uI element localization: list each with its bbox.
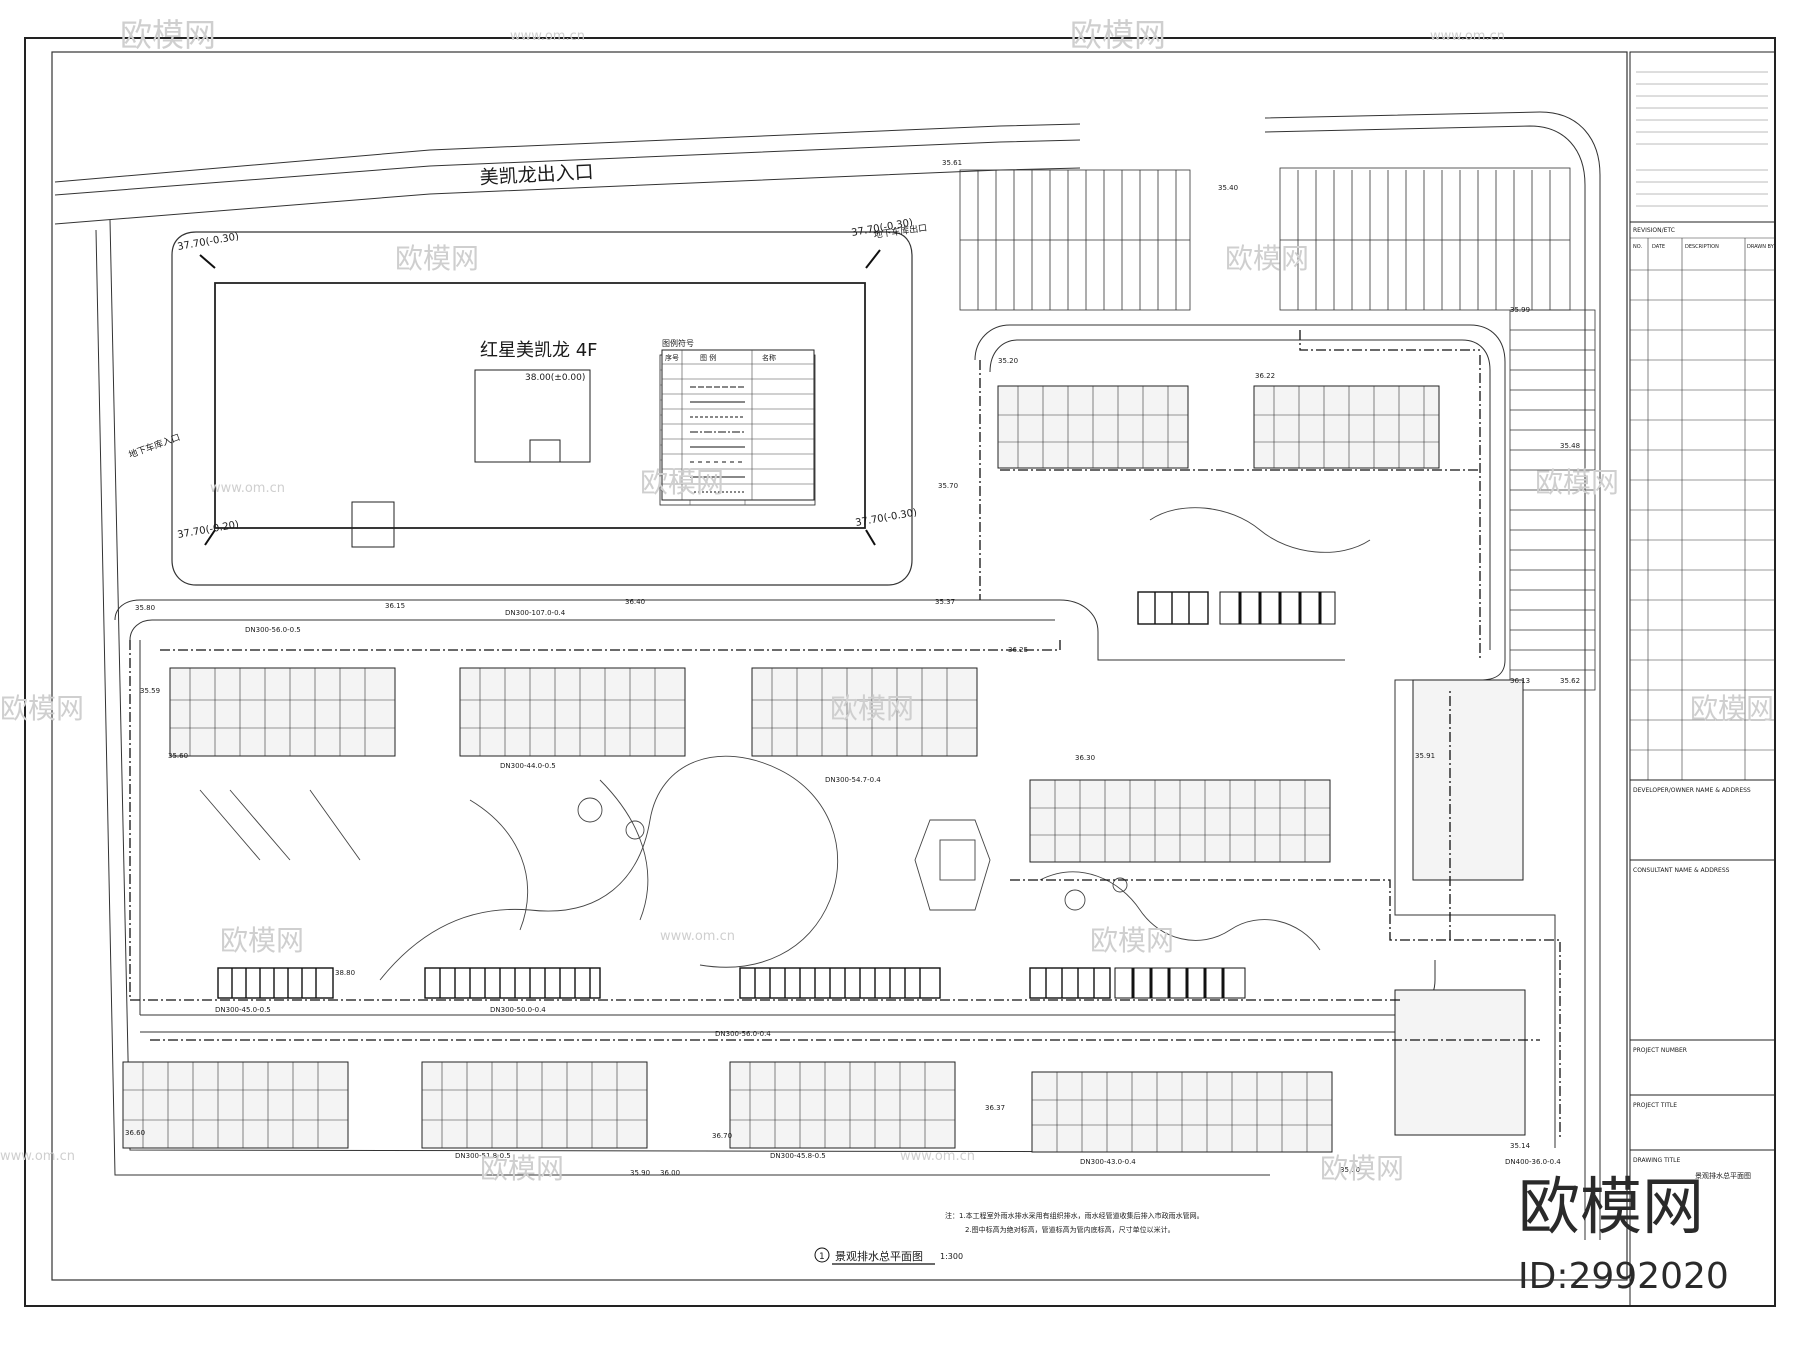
watermark-brand: 欧模网 xyxy=(0,692,84,725)
watermark-brand: 欧模网 xyxy=(1070,16,1166,54)
pipe-label: DN300-107.0-0.4 xyxy=(505,609,566,617)
road-lines xyxy=(54,111,1601,1240)
legend-header-symbol: 图 例 xyxy=(700,353,716,362)
drainage-pipes xyxy=(129,330,1561,1140)
spot-level: 35.48 xyxy=(1560,442,1580,450)
spot-level: 36.15 xyxy=(385,602,405,610)
brand-stamp: 欧模网 xyxy=(1518,1170,1704,1243)
revision-col-drawn-by: DRAWN BY xyxy=(1747,244,1775,250)
developer-label: DEVELOPER/OWNER NAME & ADDRESS xyxy=(1633,787,1751,794)
spot-level: 36.30 xyxy=(1075,754,1095,762)
pipe-label: DN300-51.8-0.5 xyxy=(455,1152,511,1160)
spot-level: 36.25 xyxy=(1008,646,1028,654)
pipe-label: DN300-43.0-0.4 xyxy=(1080,1158,1136,1166)
spot-level: 36.00 xyxy=(660,1169,680,1177)
pipe-label: DN400-36.0-0.4 xyxy=(1505,1158,1561,1166)
spot-level: 35.70 xyxy=(938,482,958,490)
spot-level: 36.40 xyxy=(625,598,645,606)
spot-level: 35.61 xyxy=(942,159,962,167)
watermark-brand: 欧模网 xyxy=(1320,1152,1404,1185)
spot-level: 36.60 xyxy=(125,1129,145,1137)
northeast-parking xyxy=(959,167,1571,311)
id-stamp: ID:2992020 xyxy=(1518,1256,1729,1297)
spot-level: 35.40 xyxy=(1218,184,1238,192)
project-number-label: PROJECT NUMBER xyxy=(1633,1047,1687,1054)
spot-level: 35.80 xyxy=(135,604,155,612)
spot-level: 36.22 xyxy=(1255,372,1275,380)
watermark-brand: 欧模网 xyxy=(830,692,914,725)
spot-level: 35.59 xyxy=(140,687,160,695)
watermark-brand: 欧模网 xyxy=(1090,924,1174,957)
revision-col-description: DESCRIPTION xyxy=(1685,244,1719,250)
watermark-brand: 欧模网 xyxy=(1535,466,1619,499)
spot-level: 35.37 xyxy=(935,598,955,606)
revision-col-date: DATE xyxy=(1652,244,1665,250)
revision-label: REVISION/ETC xyxy=(1633,227,1675,234)
plan-caption: 1 景观排水总平面图 1:300 xyxy=(814,1247,963,1265)
legend-header-name: 名称 xyxy=(762,353,776,362)
plan-scale: 1:300 xyxy=(940,1252,963,1261)
spot-level: 38.80 xyxy=(335,969,355,977)
spot-level: 36.70 xyxy=(712,1132,732,1140)
general-notes-line-1: 注：1.本工程室外雨水排水采用有组织排水，雨水经管道收集后排入市政雨水管网。 xyxy=(945,1211,1204,1220)
spot-level: 35.20 xyxy=(998,357,1018,365)
watermark-brand: 欧模网 xyxy=(120,16,216,54)
watermark-site: www.om.cn xyxy=(510,29,585,44)
building-unit-hatching xyxy=(123,386,1439,1152)
drawing-title-label: DRAWING TITLE xyxy=(1633,1157,1681,1164)
spot-level: 35.10 xyxy=(1340,1166,1360,1174)
spot-level: 36.37 xyxy=(985,1104,1005,1112)
spot-level: 35.91 xyxy=(1415,752,1435,760)
spot-elevations: 35.61 35.40 35.80 36.15 36.40 35.37 35.6… xyxy=(125,159,1580,1177)
revision-col-no: NO. xyxy=(1633,244,1642,250)
spot-level: 35.99 xyxy=(1510,306,1530,314)
watermark-site: www.om.cn xyxy=(0,1149,75,1164)
watermarks: 欧模网 www.om.cn 欧模网 www.om.cn 欧模网 欧模网 www.… xyxy=(0,16,1774,1185)
east-parking xyxy=(1509,309,1596,691)
legend-header-no: 序号 xyxy=(665,353,679,362)
parking-bays xyxy=(217,591,1336,999)
watermark-site: www.om.cn xyxy=(210,481,285,496)
pipe-label: DN300-56.0-0.5 xyxy=(245,626,301,634)
general-notes-line-2: 2.图中标高为绝对标高，管道标高为管内底标高，尺寸单位以米计。 xyxy=(965,1225,1175,1234)
plan-number: 1 xyxy=(819,1252,825,1262)
project-title-label: PROJECT TITLE xyxy=(1633,1102,1677,1109)
watermark-brand: 欧模网 xyxy=(1225,242,1309,275)
spot-level: 35.62 xyxy=(1560,677,1580,685)
spot-level: 36.13 xyxy=(1510,677,1530,685)
watermark-brand: 欧模网 xyxy=(640,466,724,499)
spot-level: 35.90 xyxy=(630,1169,650,1177)
spot-level: 35.14 xyxy=(1510,1142,1531,1150)
watermark-brand: 欧模网 xyxy=(1690,692,1774,725)
mall-label: 红星美凯龙 4F xyxy=(480,340,598,361)
pipe-label: DN300-45.8-0.5 xyxy=(770,1152,826,1160)
pipe-run-labels: DN300-107.0-0.4 DN300-56.0-0.5 DN300-54.… xyxy=(215,609,1561,1166)
watermark-brand: 欧模网 xyxy=(220,924,304,957)
pipe-label: DN300-56.0-0.4 xyxy=(715,1030,771,1038)
watermark-brand: 欧模网 xyxy=(395,242,479,275)
watermark-site: www.om.cn xyxy=(660,929,735,944)
pipe-label: DN300-54.7-0.4 xyxy=(825,776,881,784)
consultant-label: CONSULTANT NAME & ADDRESS xyxy=(1633,867,1730,874)
title-block: REVISION/ETC NO. DATE DESCRIPTION DRAWN … xyxy=(1626,51,1776,1307)
landscape-paths xyxy=(199,507,1371,981)
plan-caption-text: 景观排水总平面图 xyxy=(835,1249,923,1263)
legend-title: 图例符号 xyxy=(662,338,694,348)
watermark-site: www.om.cn xyxy=(900,1149,975,1164)
mall-spot-level: 38.00(±0.00) xyxy=(525,373,585,383)
watermark-brand: 欧模网 xyxy=(480,1152,564,1185)
pipe-label: DN300-50.0-0.4 xyxy=(490,1006,546,1014)
legend-table: 图例符号 序号 图 例 名称 xyxy=(661,338,815,501)
pipe-label: DN300-44.0-0.5 xyxy=(500,762,556,770)
pipe-label: DN300-45.0-0.5 xyxy=(215,1006,271,1014)
watermark-site: www.om.cn xyxy=(1430,29,1505,44)
drawing-title: 景观排水总平面图 xyxy=(1695,1171,1751,1180)
spot-level: 35.60 xyxy=(168,752,188,760)
